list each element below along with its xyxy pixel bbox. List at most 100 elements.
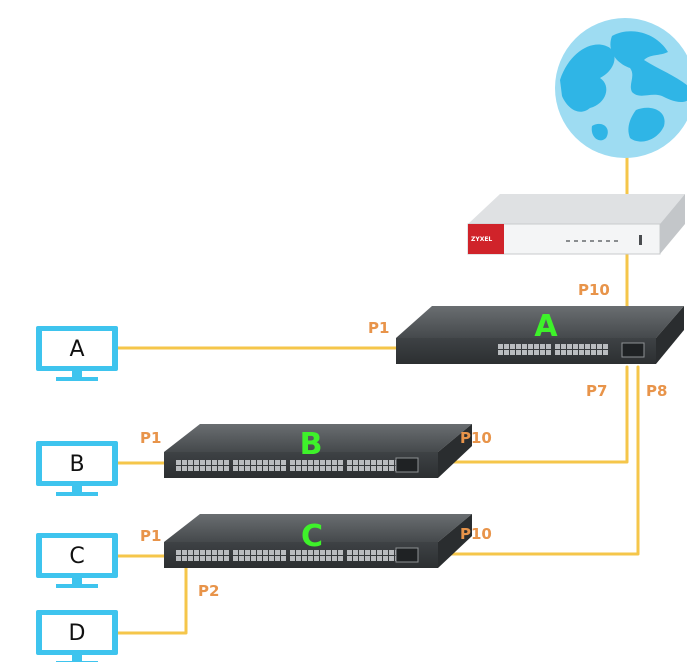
ethernet-port: [200, 460, 205, 465]
ethernet-port: [383, 556, 388, 561]
ethernet-port: [182, 466, 187, 471]
ethernet-port: [251, 550, 256, 555]
ethernet-port: [182, 460, 187, 465]
ethernet-port: [206, 466, 211, 471]
computer-a: A: [36, 326, 118, 381]
ethernet-port: [338, 466, 343, 471]
ethernet-port: [212, 460, 217, 465]
port-labels: P10 P1 P7 P8 P1 P10 P1 P10 P2: [140, 281, 667, 600]
ethernet-port: [314, 556, 319, 561]
ethernet-port: [347, 550, 352, 555]
ethernet-port: [233, 550, 238, 555]
ethernet-port: [188, 466, 193, 471]
ethernet-port: [353, 460, 358, 465]
ethernet-port: [546, 350, 551, 355]
ethernet-port: [296, 556, 301, 561]
switch-c: C: [164, 514, 472, 568]
ethernet-port: [332, 466, 337, 471]
ethernet-port: [176, 556, 181, 561]
ethernet-port: [555, 344, 560, 349]
ethernet-port: [585, 344, 590, 349]
ethernet-port: [365, 550, 370, 555]
ethernet-port: [332, 460, 337, 465]
ethernet-port: [332, 550, 337, 555]
ethernet-port: [194, 550, 199, 555]
ethernet-port: [245, 466, 250, 471]
ethernet-port: [338, 460, 343, 465]
ethernet-port: [182, 550, 187, 555]
ethernet-port: [269, 460, 274, 465]
ethernet-port: [257, 550, 262, 555]
ethernet-port: [302, 556, 307, 561]
ethernet-port: [200, 556, 205, 561]
cable-switch-a-switch-c: [426, 365, 640, 556]
ethernet-port: [347, 556, 352, 561]
ethernet-port: [522, 344, 527, 349]
ethernet-port: [290, 466, 295, 471]
ethernet-port: [224, 466, 229, 471]
ethernet-port: [567, 350, 572, 355]
ethernet-port: [206, 550, 211, 555]
port-label-a-to-c: P8: [646, 382, 667, 400]
ethernet-port: [176, 466, 181, 471]
cables: [116, 148, 640, 635]
ethernet-port: [296, 460, 301, 465]
ethernet-port: [269, 550, 274, 555]
switch-b: B: [164, 424, 472, 478]
ethernet-port: [498, 344, 503, 349]
ethernet-port: [555, 350, 560, 355]
ethernet-port: [377, 460, 382, 465]
ethernet-port: [188, 550, 193, 555]
ethernet-port: [194, 556, 199, 561]
ethernet-port: [188, 556, 193, 561]
ethernet-port: [308, 460, 313, 465]
ethernet-port: [212, 466, 217, 471]
ethernet-port: [540, 344, 545, 349]
ethernet-port: [263, 556, 268, 561]
ethernet-port: [308, 466, 313, 471]
ethernet-port: [275, 550, 280, 555]
ethernet-port: [504, 344, 509, 349]
ethernet-port: [326, 466, 331, 471]
ethernet-port: [383, 550, 388, 555]
ethernet-port: [546, 344, 551, 349]
ethernet-port: [239, 556, 244, 561]
ethernet-port: [365, 466, 370, 471]
ethernet-port: [377, 556, 382, 561]
port-label-c-uplink: P10: [460, 525, 492, 543]
ethernet-port: [302, 466, 307, 471]
ethernet-port: [239, 466, 244, 471]
ethernet-port: [320, 466, 325, 471]
ethernet-port: [308, 556, 313, 561]
ethernet-port: [338, 556, 343, 561]
port-label-c-to-pc-d: P2: [198, 582, 219, 600]
computer-c: C: [36, 533, 118, 588]
ethernet-port: [290, 460, 295, 465]
ethernet-port: [212, 550, 217, 555]
firewall-brand-logo: ZYXEL: [471, 236, 492, 243]
ethernet-port: [194, 466, 199, 471]
ethernet-port: [389, 466, 394, 471]
switch-a-ports: [498, 344, 608, 355]
computer-b: B: [36, 441, 118, 496]
ethernet-port: [326, 460, 331, 465]
ethernet-port: [281, 466, 286, 471]
ethernet-port: [233, 556, 238, 561]
ethernet-port: [212, 556, 217, 561]
ethernet-port: [389, 550, 394, 555]
computer-b-label: B: [69, 452, 84, 477]
port-label-c-to-pc-c: P1: [140, 527, 161, 545]
ethernet-port: [233, 466, 238, 471]
ethernet-port: [296, 466, 301, 471]
ethernet-port: [302, 550, 307, 555]
ethernet-port: [326, 550, 331, 555]
port-label-a-to-pc: P1: [368, 319, 389, 337]
ethernet-port: [218, 556, 223, 561]
ethernet-port: [383, 466, 388, 471]
ethernet-port: [510, 344, 515, 349]
ethernet-port: [218, 466, 223, 471]
ethernet-port: [353, 466, 358, 471]
ethernet-port: [308, 550, 313, 555]
ethernet-port: [194, 460, 199, 465]
ethernet-port: [359, 556, 364, 561]
